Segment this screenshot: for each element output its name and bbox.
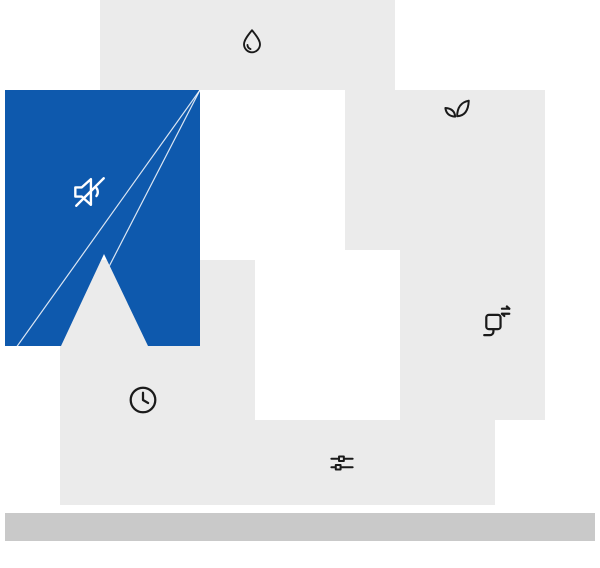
water-drop-icon — [236, 26, 268, 58]
sliders-icon — [325, 446, 359, 480]
connector-swap-icon — [476, 303, 514, 341]
tile-mute[interactable] — [5, 90, 200, 346]
bottom-bar — [5, 513, 595, 541]
speaker-mute-icon — [68, 170, 112, 214]
leaf-icon — [439, 95, 473, 129]
tile-tune[interactable] — [200, 420, 495, 505]
clock-icon — [125, 382, 161, 418]
tile-water[interactable] — [100, 0, 395, 90]
ribbon-shape — [5, 90, 200, 346]
tile-power[interactable] — [400, 90, 545, 420]
